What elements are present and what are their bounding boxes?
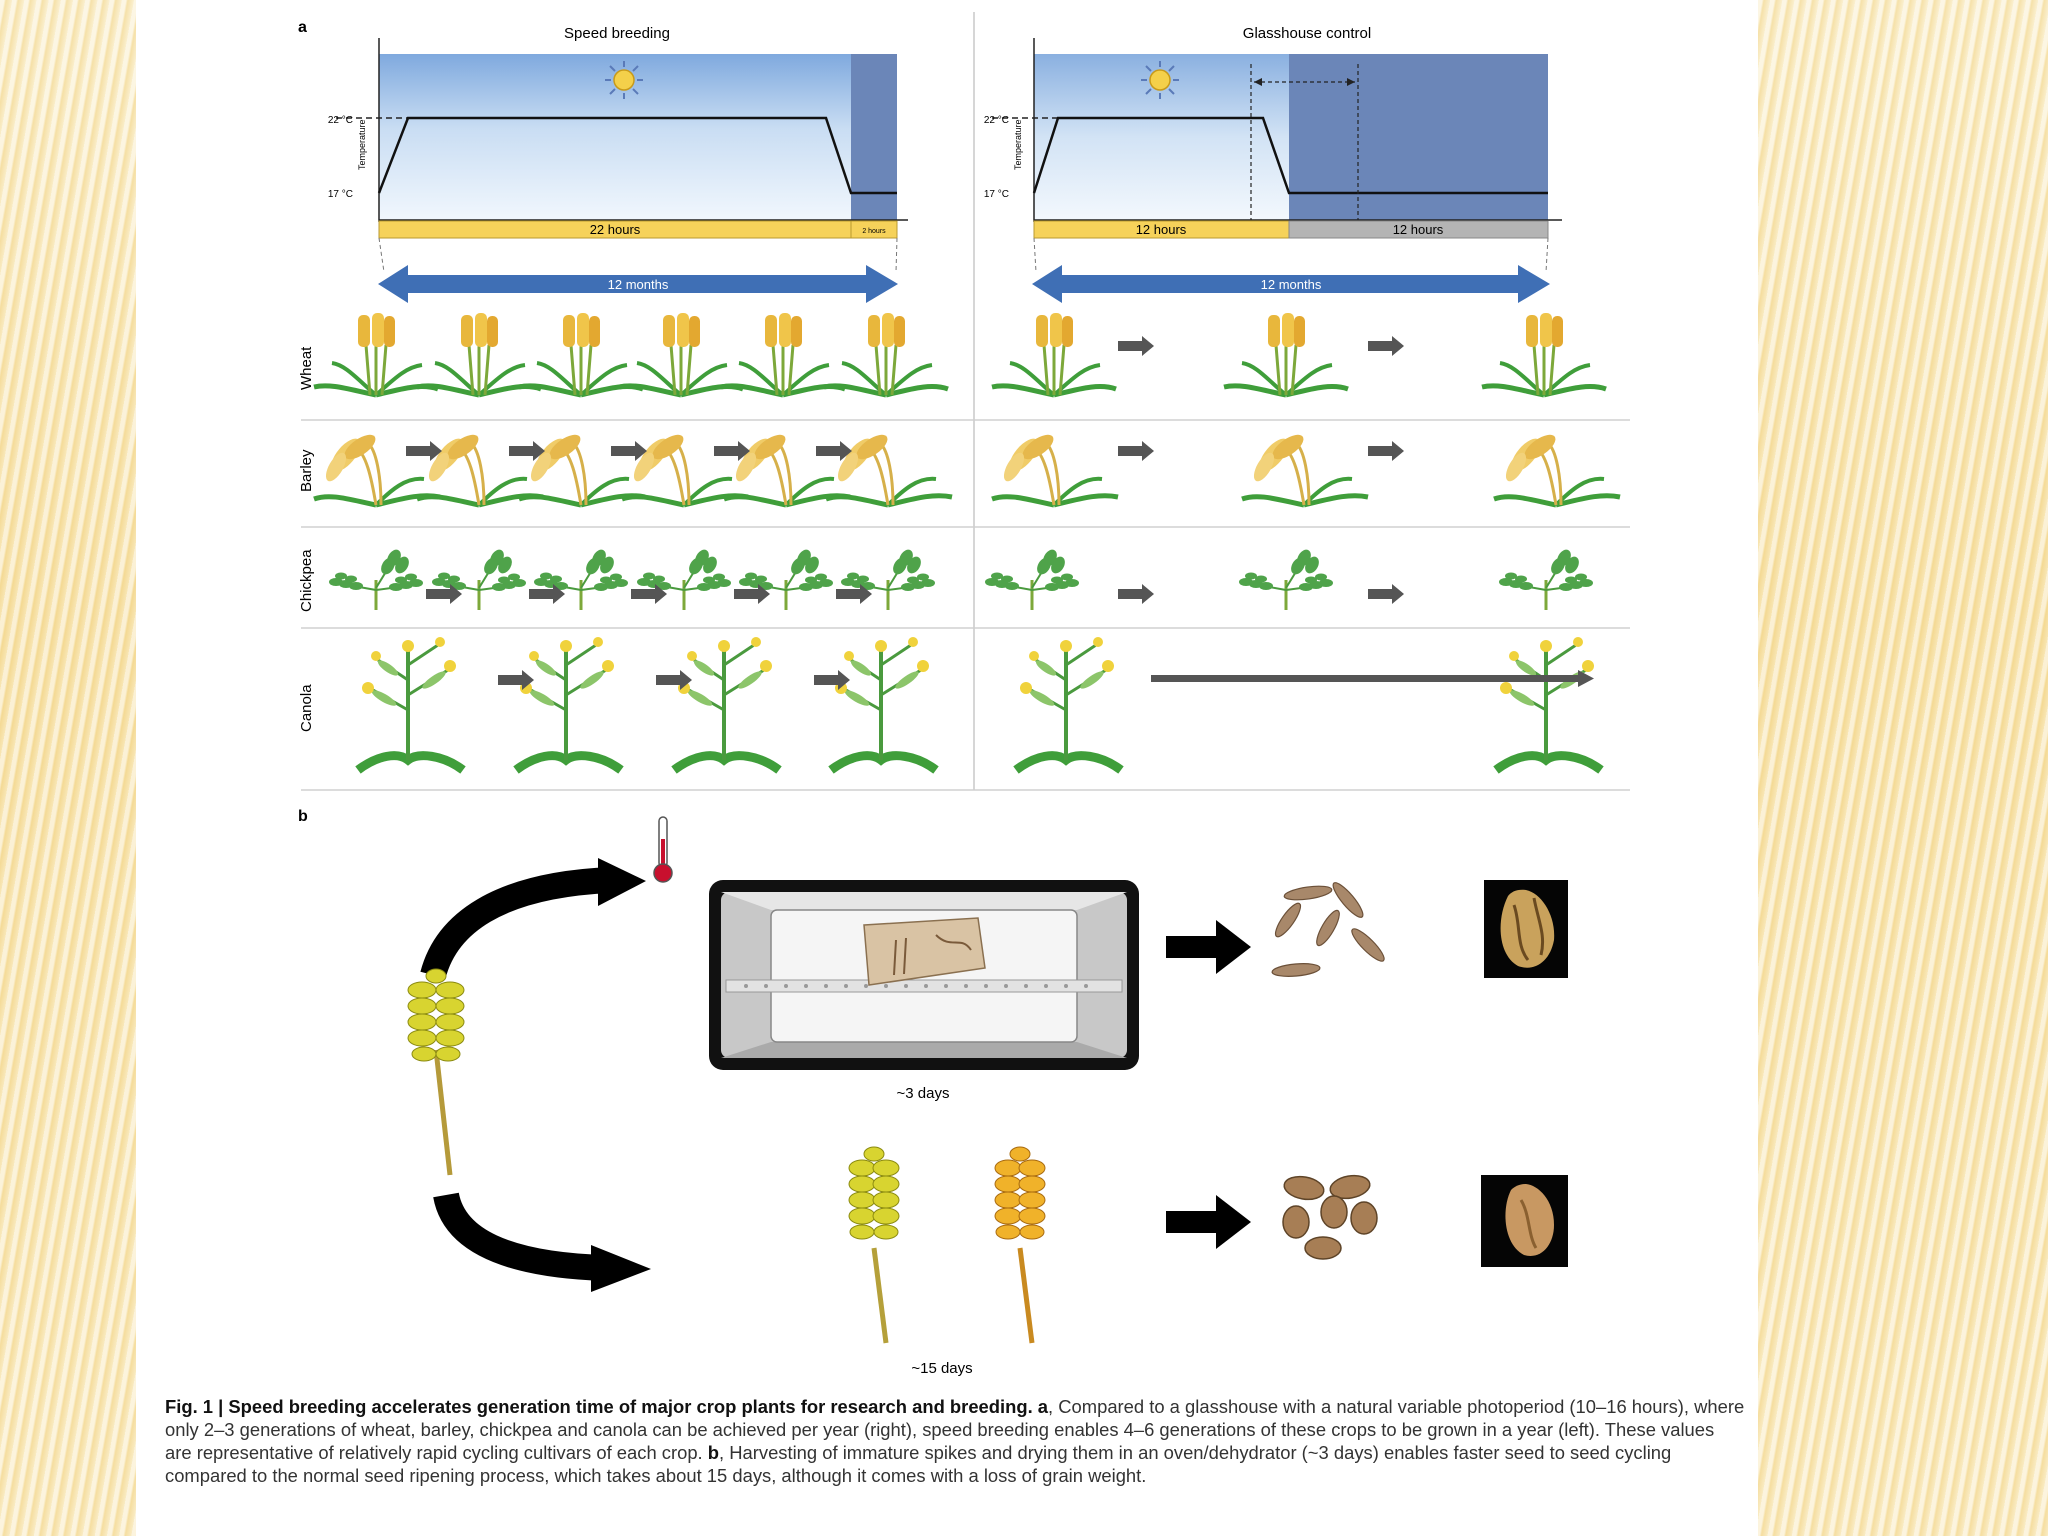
chickpea-plant [1237, 545, 1335, 612]
wheat-plant [314, 313, 438, 395]
light-hours-label: 22 hours [590, 222, 641, 237]
caption-text-b: , Harvesting of immature spikes and dryi… [165, 1442, 1672, 1486]
barley-plant [1242, 430, 1368, 505]
caption-text-a: , Compared to a glasshouse with a natura… [165, 1396, 1745, 1463]
generation-arrow [1118, 584, 1154, 604]
generation-arrow [1118, 336, 1154, 356]
dark-hours-label: 12 hours [1393, 222, 1444, 237]
crop-label-wheat: Wheat [298, 346, 315, 390]
light-hours-label: 12 hours [1136, 222, 1187, 237]
generation-arrow [1368, 336, 1404, 356]
paper-bag-icon [863, 917, 986, 986]
chickpea-plant [327, 545, 425, 612]
wheat-plant [619, 313, 743, 395]
chickpea-plant [532, 545, 630, 612]
wheat-plant [721, 313, 845, 395]
chickpea-plant [983, 545, 1081, 612]
temp-high-label: 22 °C [984, 115, 1009, 126]
night-block [1289, 54, 1548, 220]
glasshouse-title: Glasshouse control [1243, 25, 1371, 42]
normal-seeds [1282, 1174, 1378, 1260]
caption-label-b: b [707, 1442, 720, 1463]
natural-time-label: ~15 days [911, 1360, 972, 1377]
temp-low-label: 17 °C [984, 189, 1009, 200]
twelve-months-arrow: 12 months [1032, 265, 1550, 303]
oven-dehydrator [709, 880, 1139, 1070]
canola-plant [674, 637, 779, 770]
canola-plant [1496, 637, 1601, 770]
generation-arrow [1118, 441, 1154, 461]
figure-caption: Fig. 1 | Speed breeding accelerates gene… [165, 1395, 1745, 1487]
chickpea-row [327, 545, 1595, 612]
crop-label-chickpea: Chickpea [298, 549, 315, 612]
panel-b-label: b [298, 808, 308, 825]
barley-row [314, 430, 1620, 505]
dark-hours-label: 2 hours [862, 228, 886, 235]
curved-arrow-down [433, 1191, 651, 1292]
oven-time-label: ~3 days [897, 1085, 950, 1102]
curved-arrow-up [420, 858, 646, 979]
barley-plant [992, 430, 1118, 505]
wheat-plant [824, 313, 948, 395]
seed-photo-shriveled [1484, 880, 1568, 978]
wheat-plant [417, 313, 541, 395]
temperature-axis-label: Temperature [357, 119, 367, 170]
row-dividers [301, 419, 1630, 791]
arrow-to-seeds-top [1166, 920, 1251, 974]
chickpea-plant [839, 545, 937, 612]
green-spike-icon [848, 1146, 900, 1344]
panel-a-label: a [298, 19, 307, 36]
generation-arrow-long [1151, 670, 1594, 687]
crop-label-barley: Barley [298, 449, 315, 492]
twelve-months-label: 12 months [608, 277, 669, 292]
glasshouse-chart: Glasshouse control 22 °C 17 °C Temperatu… [984, 25, 1562, 303]
night-block [851, 54, 897, 220]
figure-panel: a b Speed breeding 22 °C 17 °C Temperatu… [136, 0, 1758, 1536]
generation-arrow [1368, 441, 1404, 461]
generation-arrow [1368, 584, 1404, 604]
twelve-months-label: 12 months [1261, 277, 1322, 292]
wheat-plant [1482, 313, 1606, 395]
shriveled-seeds [1271, 882, 1385, 977]
canola-plant [516, 637, 621, 770]
canola-plant [831, 637, 936, 770]
temp-high-label: 22 °C [328, 115, 353, 126]
barley-plant [622, 430, 748, 505]
wheat-plant [1224, 313, 1348, 395]
crop-label-canola: Canola [298, 684, 315, 732]
thermometer-icon [653, 816, 673, 883]
temperature-axis-label: Temperature [1013, 119, 1023, 170]
barley-plant [314, 430, 440, 505]
caption-title: Fig. 1 | Speed breeding accelerates gene… [165, 1396, 1049, 1417]
background-stripes-right [1758, 0, 2048, 1536]
chickpea-plant [635, 545, 733, 612]
twelve-months-arrow: 12 months [378, 265, 898, 303]
green-spike-icon [407, 968, 465, 1176]
ripe-spike-icon [994, 1146, 1046, 1344]
canola-plant [358, 637, 463, 770]
chickpea-plant [430, 545, 528, 612]
seed-photo-normal [1481, 1175, 1568, 1267]
barley-plant [1494, 430, 1620, 505]
temp-low-label: 17 °C [328, 189, 353, 200]
canola-row [358, 637, 1601, 770]
chickpea-plant [1497, 545, 1595, 612]
canola-plant [1016, 637, 1121, 770]
chickpea-plant [737, 545, 835, 612]
temperature-curve [377, 116, 897, 195]
background-stripes-left [0, 0, 136, 1536]
sun-icon [1141, 61, 1179, 99]
wheat-row [314, 313, 1606, 395]
wheat-plant [519, 313, 643, 395]
arrow-to-seeds-bottom [1166, 1195, 1251, 1249]
speed-breeding-chart: Speed breeding 22 °C 17 °C Temperature 2… [328, 25, 908, 303]
speed-breeding-title: Speed breeding [564, 25, 670, 42]
wheat-plant [992, 313, 1116, 395]
sun-icon [605, 61, 643, 99]
barley-plant [417, 430, 543, 505]
figure-svg: a b Speed breeding 22 °C 17 °C Temperatu… [298, 12, 1630, 1377]
